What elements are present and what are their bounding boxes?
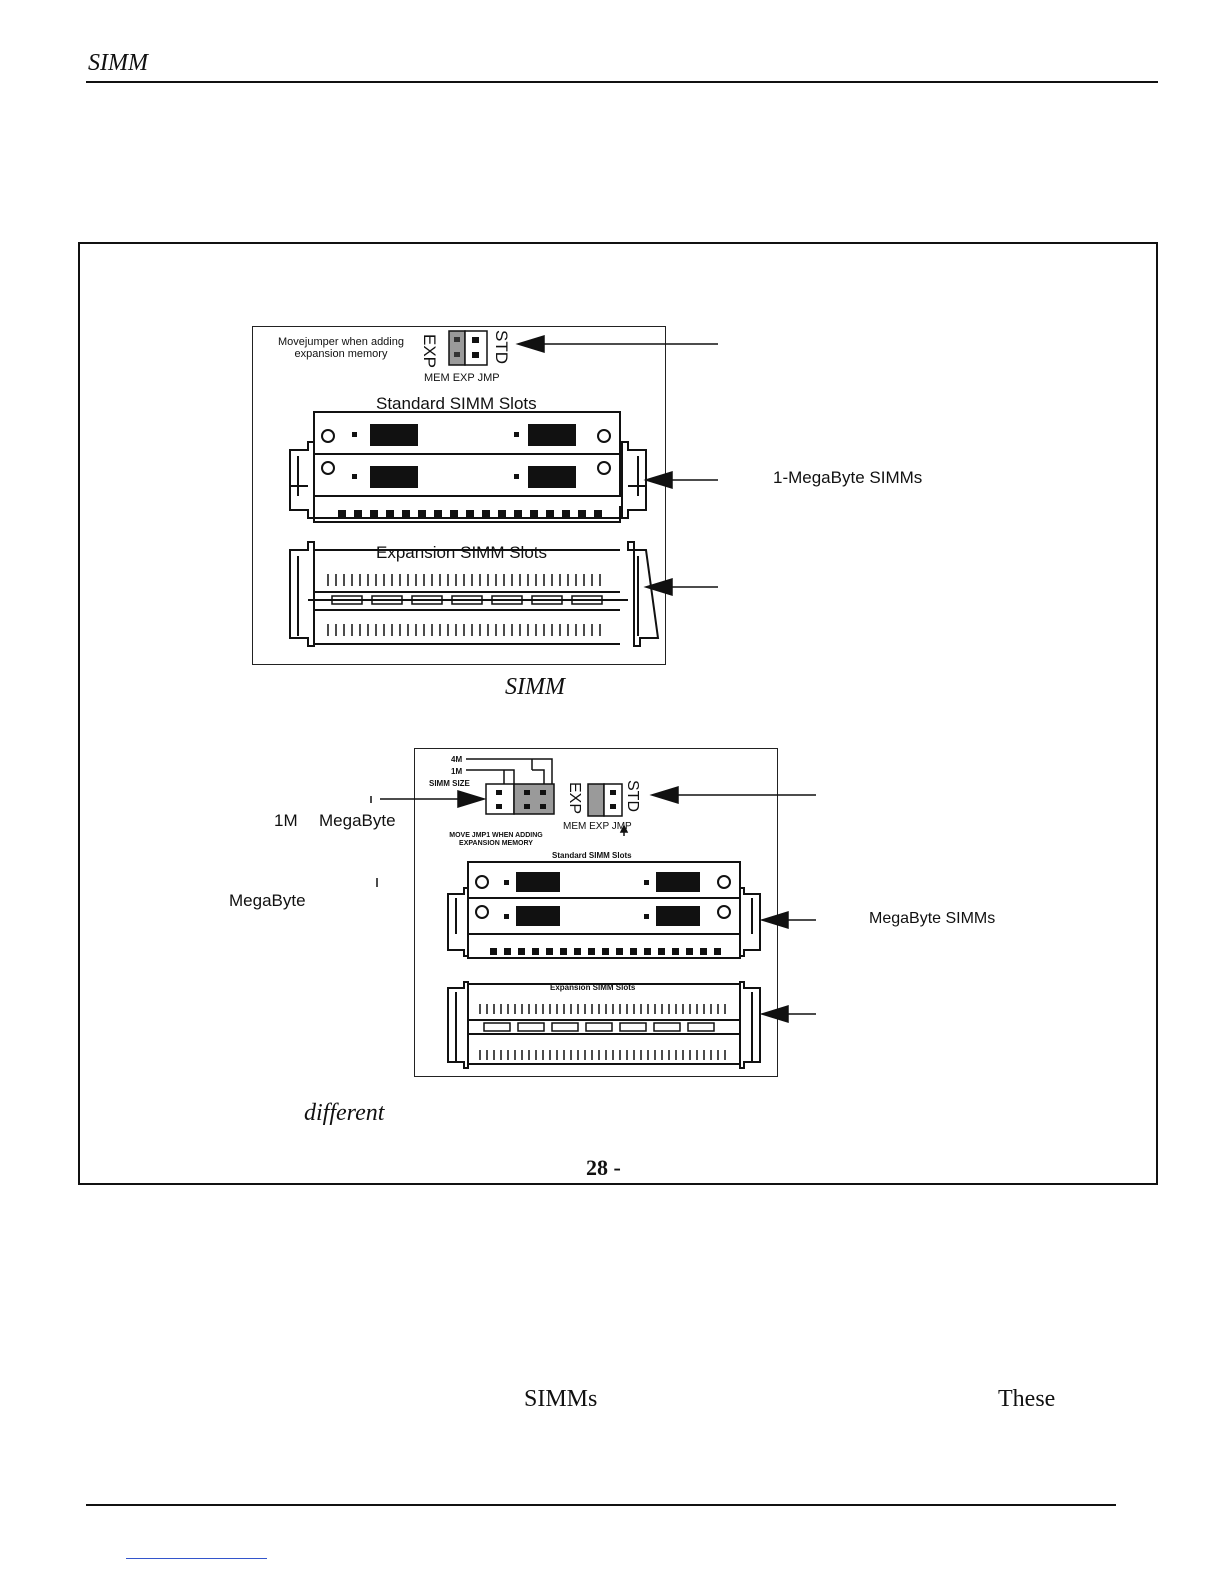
figure2-arrows bbox=[0, 700, 1224, 1100]
figure2-size-1m: 1M bbox=[451, 767, 463, 776]
figure1-arrows bbox=[0, 0, 1224, 700]
figure1-simm-callout: 1-MegaByte SIMMs bbox=[773, 468, 923, 487]
page-number: 28 - bbox=[586, 1155, 621, 1180]
figure2-left-label-megabyte2: MegaByte bbox=[229, 891, 306, 910]
footer-link-underline[interactable] bbox=[126, 1558, 267, 1559]
figure2-left-label-1m: 1M bbox=[274, 811, 298, 830]
figure1-exp-label: EXP bbox=[420, 334, 439, 369]
figure1-jumper-caption: MEM EXP JMP bbox=[424, 372, 500, 384]
figure2-caption: different bbox=[304, 1100, 385, 1126]
figure2-exp-label: EXP bbox=[566, 782, 583, 815]
figure2-simm-size: SIMM SIZE bbox=[429, 779, 470, 788]
figure2-simm-callout: MegaByte SIMMs bbox=[869, 910, 996, 927]
figure2-expansion-slots-label: Expansion SIMM Slots bbox=[548, 983, 638, 992]
figure2-std-label: STD bbox=[624, 780, 641, 812]
body-word-these: These bbox=[998, 1386, 1056, 1412]
figure1-jumper-block bbox=[448, 330, 490, 366]
figure1-caption: SIMM bbox=[505, 674, 565, 700]
footer-rule bbox=[86, 1504, 1116, 1506]
header-rule bbox=[86, 81, 1158, 83]
figure2-slot-drawing bbox=[446, 860, 762, 1072]
figure2-jumper-caption: MEM EXP JMP bbox=[563, 821, 632, 832]
figure1-std-label: STD bbox=[492, 330, 511, 364]
figure1-expansion-slots-label: Expansion SIMM Slots bbox=[374, 543, 550, 563]
figure1-jumper-note: Movejumper when adding expansion memory bbox=[278, 336, 404, 360]
figure2-jumper-drawing bbox=[414, 748, 778, 828]
header-title: SIMM bbox=[88, 50, 148, 76]
figure2-size-4m: 4M bbox=[451, 755, 463, 764]
body-word-simms: SIMMs bbox=[524, 1386, 598, 1412]
figure2-standard-slots-label: Standard SIMM Slots bbox=[552, 851, 632, 860]
figure2-move-note: MOVE JMP1 WHEN ADDING EXPANSION MEMORY bbox=[449, 832, 543, 847]
figure-frame bbox=[78, 242, 1158, 1185]
figure1-standard-slots-label: Standard SIMM Slots bbox=[376, 394, 537, 413]
figure2-left-label-megabyte: MegaByte bbox=[319, 811, 396, 830]
figure1-slot-drawing bbox=[288, 410, 660, 655]
